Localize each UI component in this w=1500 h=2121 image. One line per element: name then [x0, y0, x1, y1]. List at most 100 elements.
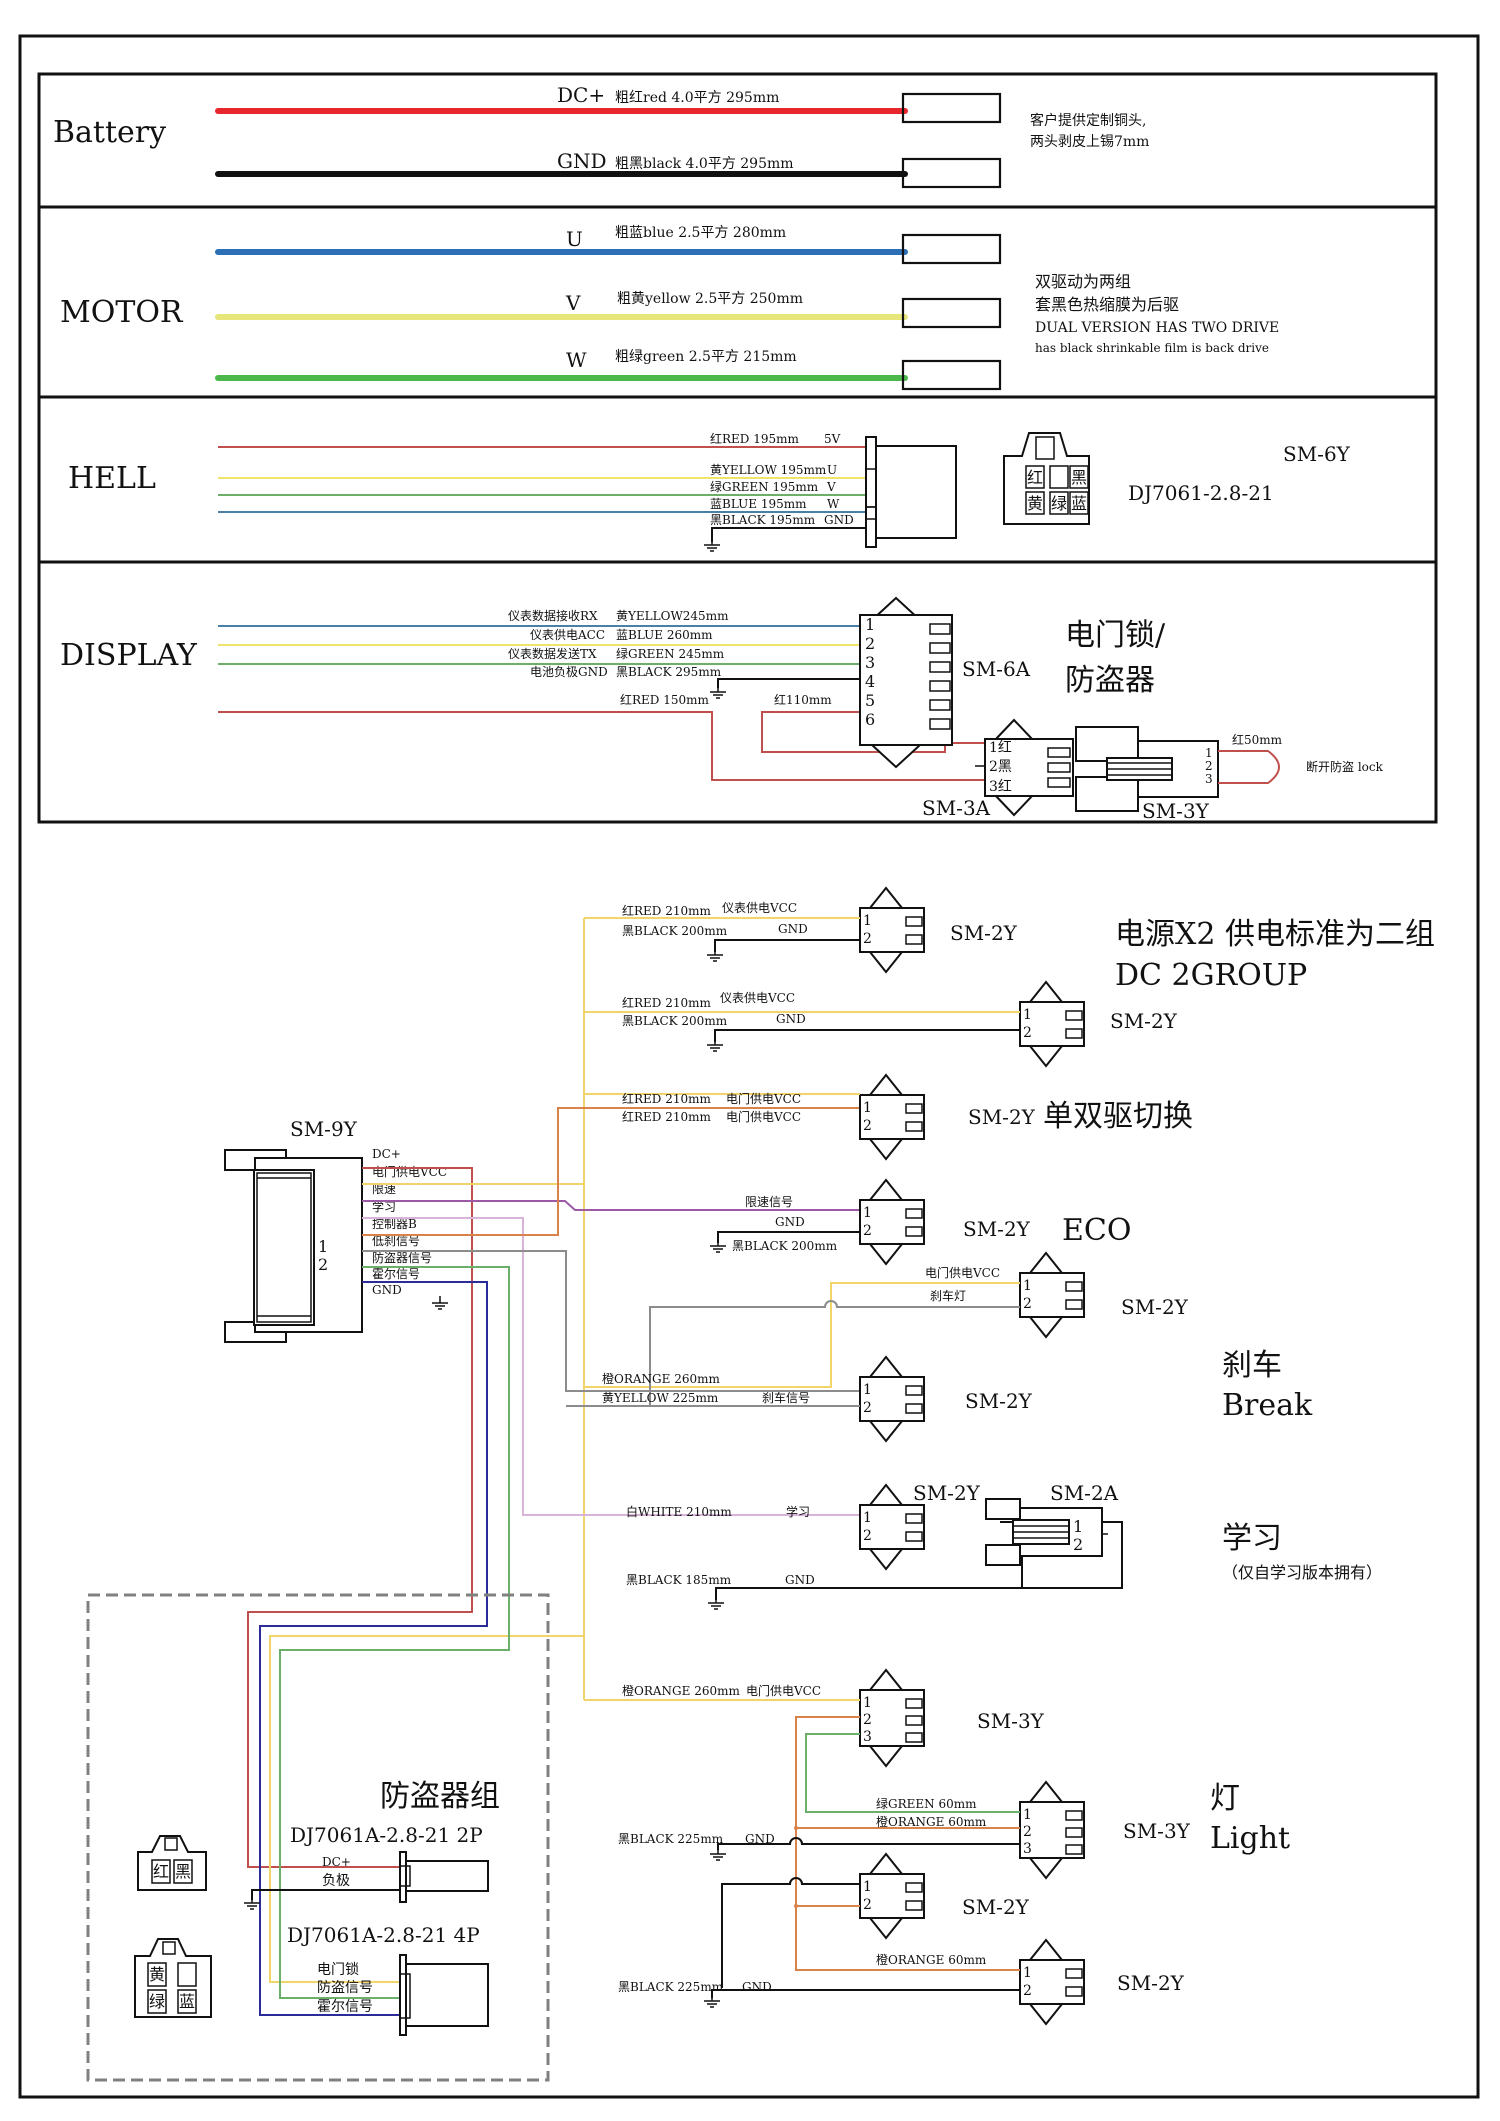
- pin-number: 1: [318, 1237, 328, 1256]
- learn-s1-label: 学习: [786, 1504, 810, 1519]
- brake-s2-label: 刹车信号: [762, 1390, 810, 1405]
- power-group-title: 电源X2 供电标准为二组: [1115, 917, 1435, 952]
- route-lock-yellow: [269, 1635, 584, 1983]
- junction-dot: [794, 1826, 798, 1830]
- power-group: 红RED 210mm 仪表供电VCC 黑BLACK 200mm GND SM-2…: [584, 901, 1435, 1052]
- display-signal-1: 仪表数据接收RX: [508, 608, 598, 623]
- ground-icon: [707, 1596, 725, 1610]
- light-gnd2-s: GND: [742, 1980, 772, 1994]
- motor-note-4: has black shrinkable film is back drive: [1035, 341, 1269, 355]
- pin-number: 3: [1023, 1841, 1032, 1857]
- sm2a-connector: 1 2: [985, 1498, 1108, 1566]
- pin-number: 2: [1073, 1535, 1083, 1554]
- pin-number: 1: [863, 1205, 872, 1221]
- light-sub-sm3y-connector: 123: [1019, 1780, 1085, 1880]
- display-signal-4: 电池负极GND: [530, 665, 608, 679]
- pin-label-black: 黑: [1071, 468, 1087, 487]
- icon4p-pin-green: 绿: [149, 1992, 165, 2011]
- ground-icon: [706, 948, 724, 962]
- pin-number: 1: [1023, 1278, 1032, 1294]
- power2-w1-label: 红RED 210mm: [622, 995, 712, 1010]
- pin-cell: [1069, 491, 1089, 515]
- brake-w2-label: 黄YELLOW 225mm: [602, 1391, 719, 1405]
- pin-number: 2: [863, 931, 872, 947]
- battery-note-2: 两头剥皮上锡7mm: [1030, 134, 1149, 150]
- main-wire-routes: [247, 918, 860, 2016]
- power2-s1-label: 仪表供电VCC: [720, 991, 795, 1005]
- route-learn-pink: [362, 1217, 860, 1516]
- eco-sm2y-connector: 12: [859, 1178, 925, 1266]
- display-signal-2: 仪表供电ACC: [530, 628, 605, 642]
- pin-number: 1: [1023, 1807, 1032, 1823]
- junction-dot: [794, 1904, 798, 1908]
- conn4p-s1: 电门锁: [317, 1962, 359, 1978]
- icon2p-pin-red: 红: [153, 1862, 169, 1881]
- pin-number: 2: [1023, 1296, 1032, 1312]
- hell-label-yellow: 黄YELLOW 195mm: [710, 463, 827, 477]
- switch-sm2y-connector: 12: [859, 1073, 925, 1161]
- hell-signal-yellow: U: [827, 463, 837, 477]
- learn-sm2y-connector: 12: [859, 1483, 925, 1571]
- conn2p-s1: DC+: [322, 1855, 351, 1869]
- pin-number: 2: [863, 1400, 872, 1416]
- hell-connector-model: DJ7061-2.8-21: [1128, 481, 1274, 505]
- eco-connector-name: SM-2Y: [963, 1217, 1031, 1241]
- learn-section: 白WHITE 210mm 学习 黑BLACK 185mm GND SM-2Y S…: [626, 1481, 1382, 1610]
- brake-signal-sm2y-connector: 12: [859, 1355, 925, 1443]
- signal-label: DC+: [372, 1147, 401, 1161]
- display-label-2: 蓝BLUE 260mm: [616, 628, 713, 642]
- light-sub2b-w1: 橙ORANGE 60mm: [876, 1952, 987, 1967]
- sm3y-connector: 1 2 3: [1075, 726, 1219, 812]
- hell-signal-black: GND: [824, 513, 854, 527]
- pin-number: 1: [863, 1382, 872, 1398]
- ground-icon: [706, 1038, 724, 1052]
- ground-icon: [703, 1994, 721, 2008]
- pin-number: 1: [863, 1695, 872, 1711]
- eco-section: 限速信号 GND 黑BLACK 200mm SM-2Y ECO: [709, 1195, 1131, 1253]
- light-main-connector-name: SM-3Y: [977, 1709, 1045, 1733]
- light-sub3-w2: 橙ORANGE 60mm: [876, 1814, 987, 1829]
- pin-number: 2: [1023, 1824, 1032, 1840]
- pin-number: 2: [863, 1712, 872, 1728]
- icon4p-pin-yellow: 黄: [149, 1965, 165, 1984]
- pin-label-yellow: 黄: [1027, 494, 1043, 513]
- light-gnd1-wire: [717, 1837, 1020, 1850]
- pin-cell: [1025, 465, 1045, 489]
- pin-number: 1: [1205, 746, 1213, 760]
- display-label-1: 黄YELLOW245mm: [616, 609, 729, 623]
- pin-number: 2: [863, 1223, 872, 1239]
- motor-section: MOTOR U 粗蓝blue 2.5平方 280mm V 粗黄yellow 2.…: [60, 225, 1279, 391]
- pin-number: 2: [863, 1897, 872, 1913]
- power1-s1-label: 仪表供电VCC: [722, 901, 797, 915]
- learn-subtitle: （仅自学习版本拥有）: [1222, 1563, 1382, 1582]
- light-sub2a-sm2y-connector: 12: [859, 1852, 925, 1940]
- learn-sm2y-label: SM-2Y: [913, 1481, 981, 1505]
- brake-section: 电门供电VCC 刹车灯 SM-2Y 橙ORANGE 260mm 黄YELLOW …: [566, 1265, 1313, 1423]
- pin-number: 2: [865, 634, 875, 653]
- lock-title-1: 电门锁/: [1065, 618, 1166, 653]
- learn-loop-wire: [1022, 1521, 1123, 1589]
- power1-w1-label: 红RED 210mm: [622, 903, 712, 918]
- light-title: 灯: [1210, 1781, 1240, 1816]
- sm3a-connector: 1红 2黑 3红: [975, 718, 1074, 817]
- battery-gnd-signal: GND: [557, 149, 607, 173]
- light-sub2a-connector-name: SM-2Y: [962, 1895, 1030, 1919]
- battery-gnd-spec: 粗黑black 4.0平方 295mm: [615, 156, 794, 172]
- signal-label: 电门供电VCC: [372, 1164, 447, 1179]
- pin-number: 1: [863, 913, 872, 929]
- ground-icon: [709, 1847, 727, 1861]
- battery-dc-signal: DC+: [557, 83, 605, 107]
- display-signal-3: 仪表数据发送TX: [508, 646, 597, 661]
- pin-number: 2: [863, 1528, 872, 1544]
- battery-note-1: 客户提供定制铜头,: [1030, 112, 1146, 129]
- pin-number: 4: [865, 672, 875, 691]
- battery-title: Battery: [53, 115, 166, 150]
- brake-signal-connector-name: SM-2Y: [965, 1389, 1033, 1413]
- light-gnd1-w: 黑BLACK 225mm: [618, 1832, 724, 1846]
- route-antitheft-green: [279, 1266, 510, 1999]
- power1-s2-label: GND: [778, 922, 808, 936]
- pin-number: 3: [1205, 772, 1213, 786]
- motor-u-terminal: [901, 233, 1002, 265]
- brake-title: 刹车: [1222, 1348, 1282, 1383]
- sm6a-connector: 1 2 3 4 5 6: [859, 596, 953, 769]
